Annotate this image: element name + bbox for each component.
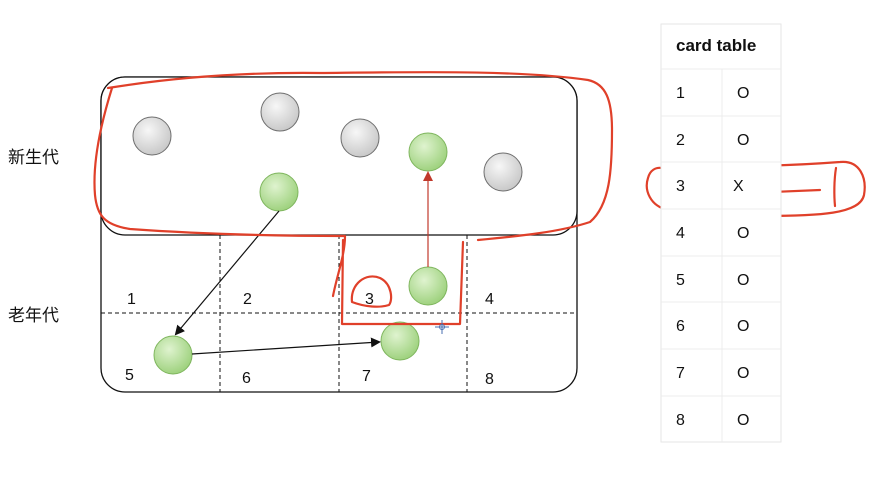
card-table-mark: O [737,272,749,289]
old-object-green [380,321,420,361]
card-table: card table 1 O 2 O 3 X 4 O 5 O 6 O 7 O 8… [660,23,782,443]
reference-arrow [174,210,280,336]
card-table-mark: O [737,318,749,335]
card-table-mark: O [737,365,749,382]
card-table-title: card table [676,36,756,55]
old-cell-label: 6 [242,370,251,387]
young-object-gray [260,92,300,132]
old-gen-grid [101,235,577,392]
card-table-mark: X [733,178,744,195]
young-object-gray [132,116,172,156]
young-object-gray [340,118,380,158]
card-table-index: 3 [676,178,685,195]
card-table-mark: O [737,85,749,102]
reference-arrow [191,337,381,355]
young-object-green [408,132,448,172]
old-cell-label: 2 [243,291,252,308]
young-object-gray [483,152,523,192]
card-table-frame [660,23,782,443]
card-table-mark: O [737,132,749,149]
old-cell-label: 8 [485,371,494,388]
card-table-mark: O [737,412,749,429]
card-table-index: 7 [676,365,685,382]
old-object-green [408,266,448,306]
card-table-index: 1 [676,85,685,102]
old-cell-label: 7 [362,368,371,385]
card-table-grid [661,68,781,442]
old-gen-label: 老年代 [8,306,59,326]
old-cell-label: 5 [125,367,134,384]
card-table-index: 2 [676,132,685,149]
card-table-mark: O [737,225,749,242]
card-table-index: 5 [676,272,685,289]
young-object-green [259,172,299,212]
card-table-index: 6 [676,318,685,335]
card-table-index: 8 [676,412,685,429]
card-table-index: 4 [676,225,685,242]
old-cell-label: 1 [127,291,136,308]
young-gen-label: 新生代 [8,148,59,168]
old-cell-label: 4 [485,291,494,308]
old-cell-label: 3 [365,291,374,308]
old-object-green [153,335,193,375]
cursor-crosshair-icon [435,320,449,334]
